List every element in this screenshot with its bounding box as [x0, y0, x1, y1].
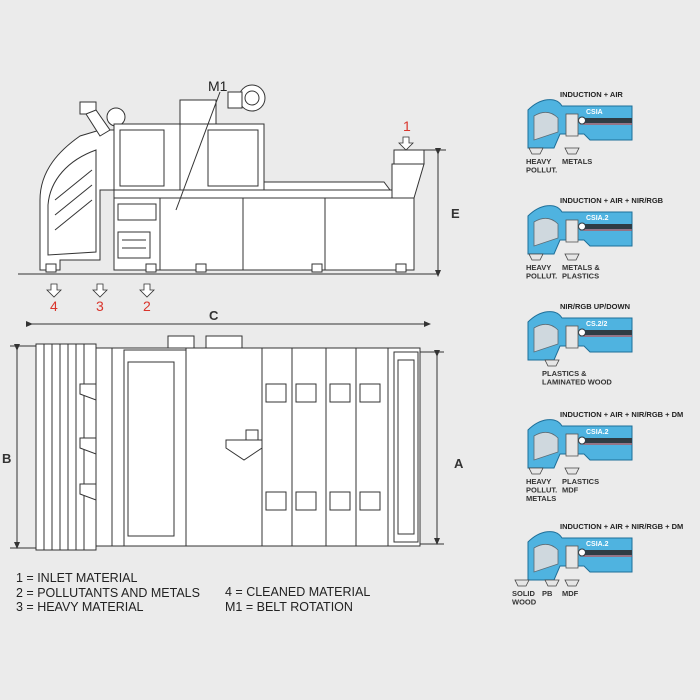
- outlet-hopper: [514, 579, 530, 587]
- output-label: METALS &PLASTICS: [562, 263, 600, 281]
- conveyor-belt: [580, 550, 632, 555]
- config-code: CS.2/2: [586, 321, 608, 328]
- belt-roller: [578, 548, 586, 557]
- sensor-block: [565, 545, 579, 569]
- output-label: METALS: [562, 157, 592, 166]
- config-code: CSIA.2: [586, 429, 609, 436]
- sensor-block: [565, 113, 579, 137]
- config-header: INDUCTION + AIR + NIR/RGB: [560, 196, 664, 205]
- side-view: [18, 84, 446, 277]
- belt-roller: [578, 328, 586, 337]
- outlet-hopper: [564, 467, 580, 475]
- legend-right: 4 = CLEANED MATERIAL M1 = BELT ROTATION: [225, 585, 370, 614]
- outlet-label: 4: [50, 298, 58, 314]
- motor-label: M1: [208, 78, 228, 94]
- separator-chamber: [533, 432, 559, 461]
- dimension-b-label: B: [2, 451, 11, 466]
- config-code: CSIA.2: [586, 215, 609, 222]
- separator-chamber: [533, 112, 559, 141]
- belt-roller: [578, 436, 586, 445]
- belt-roller: [578, 116, 586, 125]
- separator-chamber: [533, 218, 559, 247]
- config-code: CSIA.2: [586, 541, 609, 548]
- outlet-arrow-icon: [139, 283, 155, 298]
- dimension-a-label: A: [454, 456, 464, 471]
- outlet-markers: 4 3 2: [46, 283, 155, 314]
- outlet-hopper: [528, 147, 544, 155]
- config-header: NIR/RGB UP/DOWN: [560, 302, 630, 311]
- dimension-c-label: C: [209, 308, 219, 323]
- separator-chamber: [533, 544, 559, 573]
- config-diagram: INDUCTION + AIR + NIR/RGB + DM CSIA.2HEAV…: [526, 410, 683, 503]
- sensor-block: [565, 325, 579, 349]
- legend-item: 2 = POLLUTANTS AND METALS: [16, 585, 200, 600]
- outlet-hopper: [564, 579, 580, 587]
- outlet-label: 2: [143, 298, 151, 314]
- outlet-hopper: [528, 467, 544, 475]
- config-header: INDUCTION + AIR + NIR/RGB + DM: [560, 410, 683, 419]
- outlet-hopper: [544, 579, 560, 587]
- top-view: [10, 321, 444, 551]
- outlet-hopper: [564, 147, 580, 155]
- output-label: MDF: [562, 589, 579, 598]
- inlet-marker-label: 1: [403, 118, 411, 134]
- config-header: INDUCTION + AIR + NIR/RGB + DM: [560, 522, 683, 531]
- outlet-hopper: [544, 359, 560, 367]
- separator-chamber: [533, 324, 559, 353]
- outlet-arrow-icon: [46, 283, 62, 298]
- belt-roller: [578, 222, 586, 231]
- legend-item: 3 = HEAVY MATERIAL: [16, 600, 144, 614]
- sensor-block: [565, 433, 579, 457]
- conveyor-belt: [580, 118, 632, 123]
- config-header: INDUCTION + AIR: [560, 90, 623, 99]
- legend-item: M1 = BELT ROTATION: [225, 599, 353, 614]
- outlet-hopper: [528, 253, 544, 261]
- conveyor-belt: [580, 224, 632, 229]
- inlet-arrow-icon: [398, 136, 414, 151]
- output-label: PB: [542, 589, 553, 598]
- legend-left: 1 = INLET MATERIAL 2 = POLLUTANTS AND ME…: [16, 571, 200, 615]
- sensor-block: [565, 219, 579, 243]
- output-label: PLASTICS &LAMINATED WOOD: [542, 369, 612, 387]
- legend-item: 1 = INLET MATERIAL: [16, 571, 138, 585]
- outlet-hopper: [564, 253, 580, 261]
- outlet-label: 3: [96, 298, 104, 314]
- dimension-e-label: E: [451, 206, 460, 221]
- legend-item: 4 = CLEANED MATERIAL: [225, 585, 371, 599]
- config-code: CSIA: [586, 109, 603, 116]
- config-diagram: INDUCTION + AIR + NIR/RGB + DM CSIA.2SOLI…: [512, 522, 683, 607]
- conveyor-belt: [580, 330, 632, 335]
- outlet-arrow-icon: [92, 283, 108, 298]
- conveyor-belt: [580, 438, 632, 443]
